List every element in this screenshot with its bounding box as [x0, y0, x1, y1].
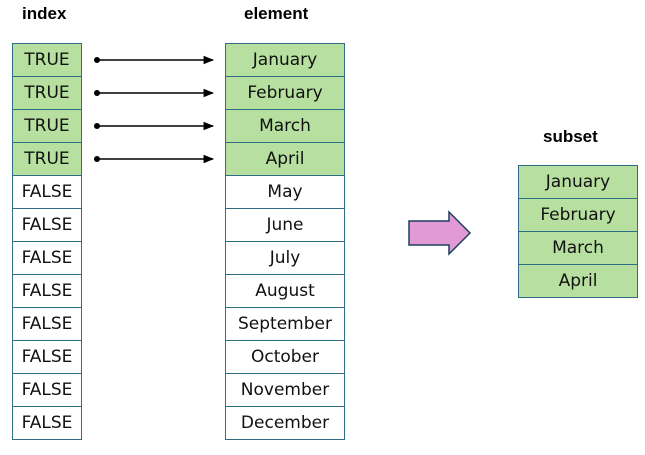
index-cell: FALSE	[12, 274, 82, 308]
index-cell: TRUE	[12, 43, 82, 77]
index-heading: index	[22, 4, 67, 23]
index-cell: TRUE	[12, 142, 82, 176]
element-cell: October	[225, 340, 345, 374]
subset-cell: March	[518, 231, 638, 265]
element-cell: April	[225, 142, 345, 176]
subset-cell: February	[518, 198, 638, 232]
element-cell: September	[225, 307, 345, 341]
element-cell: March	[225, 109, 345, 143]
result-arrow-icon	[408, 210, 472, 256]
element-cell: August	[225, 274, 345, 308]
element-cell: December	[225, 406, 345, 440]
subset-heading: subset	[543, 127, 598, 146]
index-cell: TRUE	[12, 109, 82, 143]
subset-cell: April	[518, 264, 638, 298]
element-cell: May	[225, 175, 345, 209]
index-cell: FALSE	[12, 175, 82, 209]
element-heading: element	[244, 4, 309, 23]
index-cell: FALSE	[12, 307, 82, 341]
mapping-arrows	[94, 55, 215, 164]
index-cell: FALSE	[12, 340, 82, 374]
index-cell: FALSE	[12, 373, 82, 407]
element-cell: July	[225, 241, 345, 275]
element-cell: February	[225, 76, 345, 110]
element-cell: January	[225, 43, 345, 77]
index-cell: FALSE	[12, 406, 82, 440]
index-cell: TRUE	[12, 76, 82, 110]
